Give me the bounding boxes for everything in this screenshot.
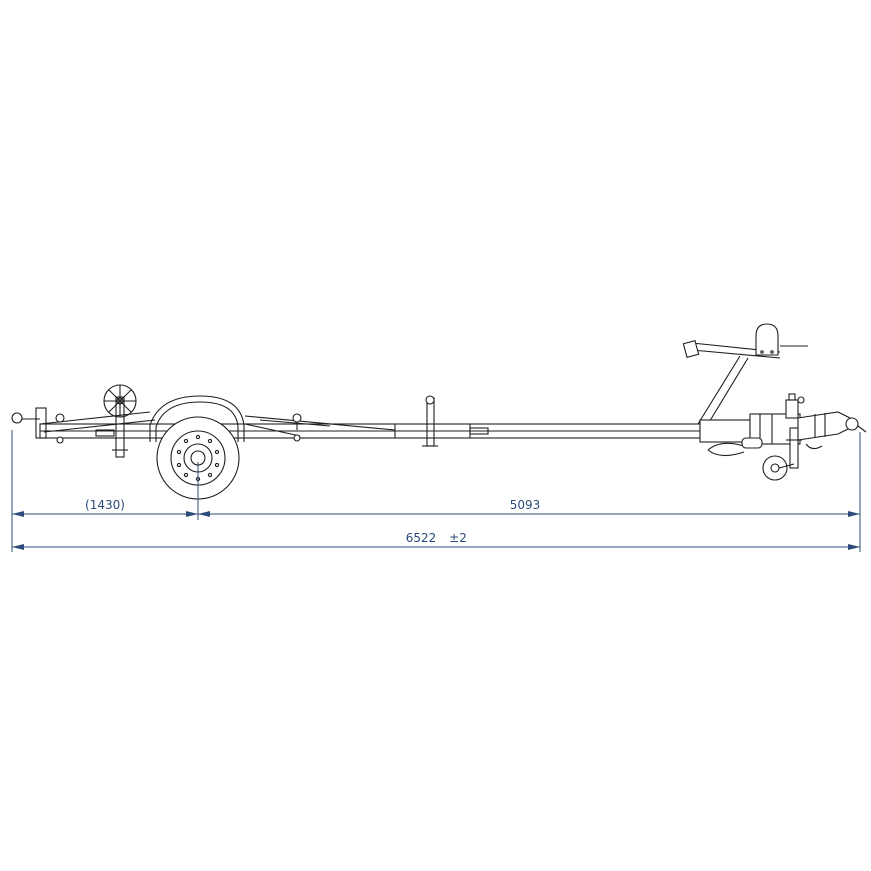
tolerance-label: ±2	[449, 531, 467, 545]
main-frame	[39, 411, 701, 439]
keel-roller	[103, 384, 137, 458]
side-rollers	[292, 413, 302, 442]
axle-to-hitch-label: 5093	[510, 498, 541, 512]
wheel-fender	[149, 395, 245, 442]
rear-overhang-dimension	[12, 511, 198, 517]
overall-length-dimension	[12, 544, 860, 550]
rear-overhang-label: (1430)	[85, 498, 125, 512]
axle-to-hitch-dimension	[198, 511, 860, 517]
hitch-assembly	[699, 393, 867, 450]
winch-stand	[682, 323, 808, 425]
bow-stop	[755, 323, 779, 356]
dimension-lines: (1430) 5093 6522 ±2	[11, 430, 861, 552]
breakaway-cable	[707, 437, 763, 457]
bunk-post	[422, 395, 438, 447]
rear-end-light	[11, 407, 65, 444]
trailer	[11, 323, 867, 500]
jockey-wheel	[762, 427, 802, 481]
overall-length-label: 6522	[406, 531, 437, 545]
